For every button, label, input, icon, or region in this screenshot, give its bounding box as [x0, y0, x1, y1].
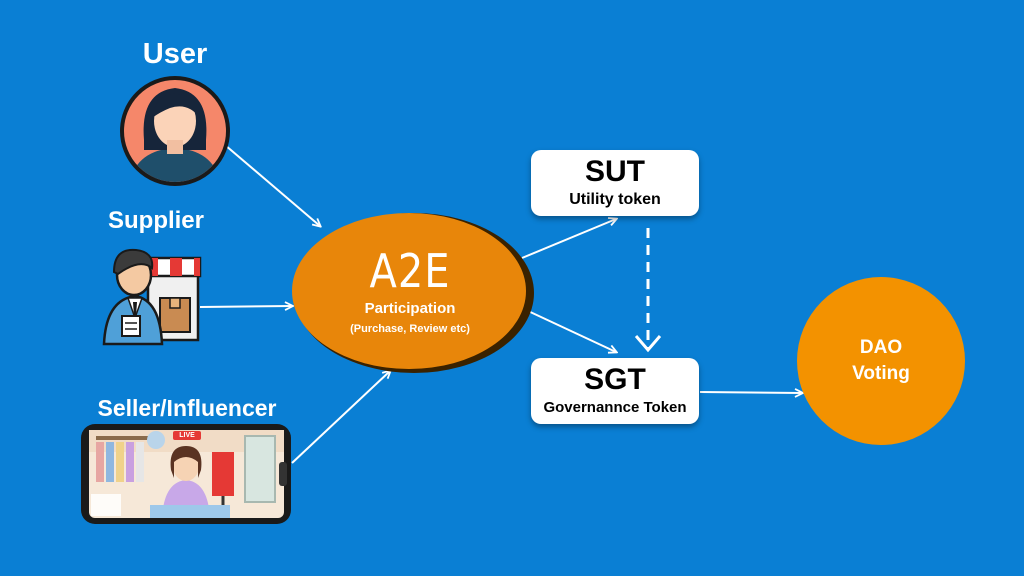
a2e-ellipse [292, 213, 526, 369]
sgt-box: SGT Governannce Token [531, 358, 699, 424]
sut-title: SUT [585, 155, 645, 188]
dao-voting-label: Voting [852, 363, 910, 384]
a2e-node: A2E Participation (Purchase, Review etc) [290, 212, 530, 372]
a2e-participation-label: Participation [364, 299, 456, 317]
dashed-arrow-head [634, 335, 662, 353]
arrow-a2e-to-sut [521, 219, 616, 259]
user-label: User [142, 38, 208, 70]
supplier-label: Supplier [107, 207, 204, 234]
seller-live-stream-phone-icon [81, 424, 291, 524]
arrow-seller-to-a2e [291, 371, 390, 464]
arrow-sgt-to-dao [699, 392, 802, 393]
sgt-title: SGT [584, 363, 646, 396]
a2e-title: A2E [369, 245, 451, 298]
arrow-supplier-to-a2e [199, 306, 292, 307]
arrow-user-to-a2e [224, 144, 320, 226]
a2e-participation-note: (Purchase, Review etc) [350, 322, 470, 335]
sut-subtitle: Utility token [569, 191, 661, 208]
sut-box: SUT Utility token [531, 150, 699, 216]
dao-circle [797, 277, 965, 445]
user-avatar-icon [120, 76, 230, 186]
seller-influencer-label: Seller/Influencer [97, 395, 277, 421]
sgt-subtitle: Governannce Token [543, 399, 687, 416]
dao-node: DAO Voting [797, 277, 965, 445]
arrow-a2e-to-sgt [525, 309, 616, 352]
live-badge: LIVE [179, 432, 195, 439]
supplier-shop-icon [102, 248, 202, 346]
dao-title: DAO [859, 337, 903, 358]
